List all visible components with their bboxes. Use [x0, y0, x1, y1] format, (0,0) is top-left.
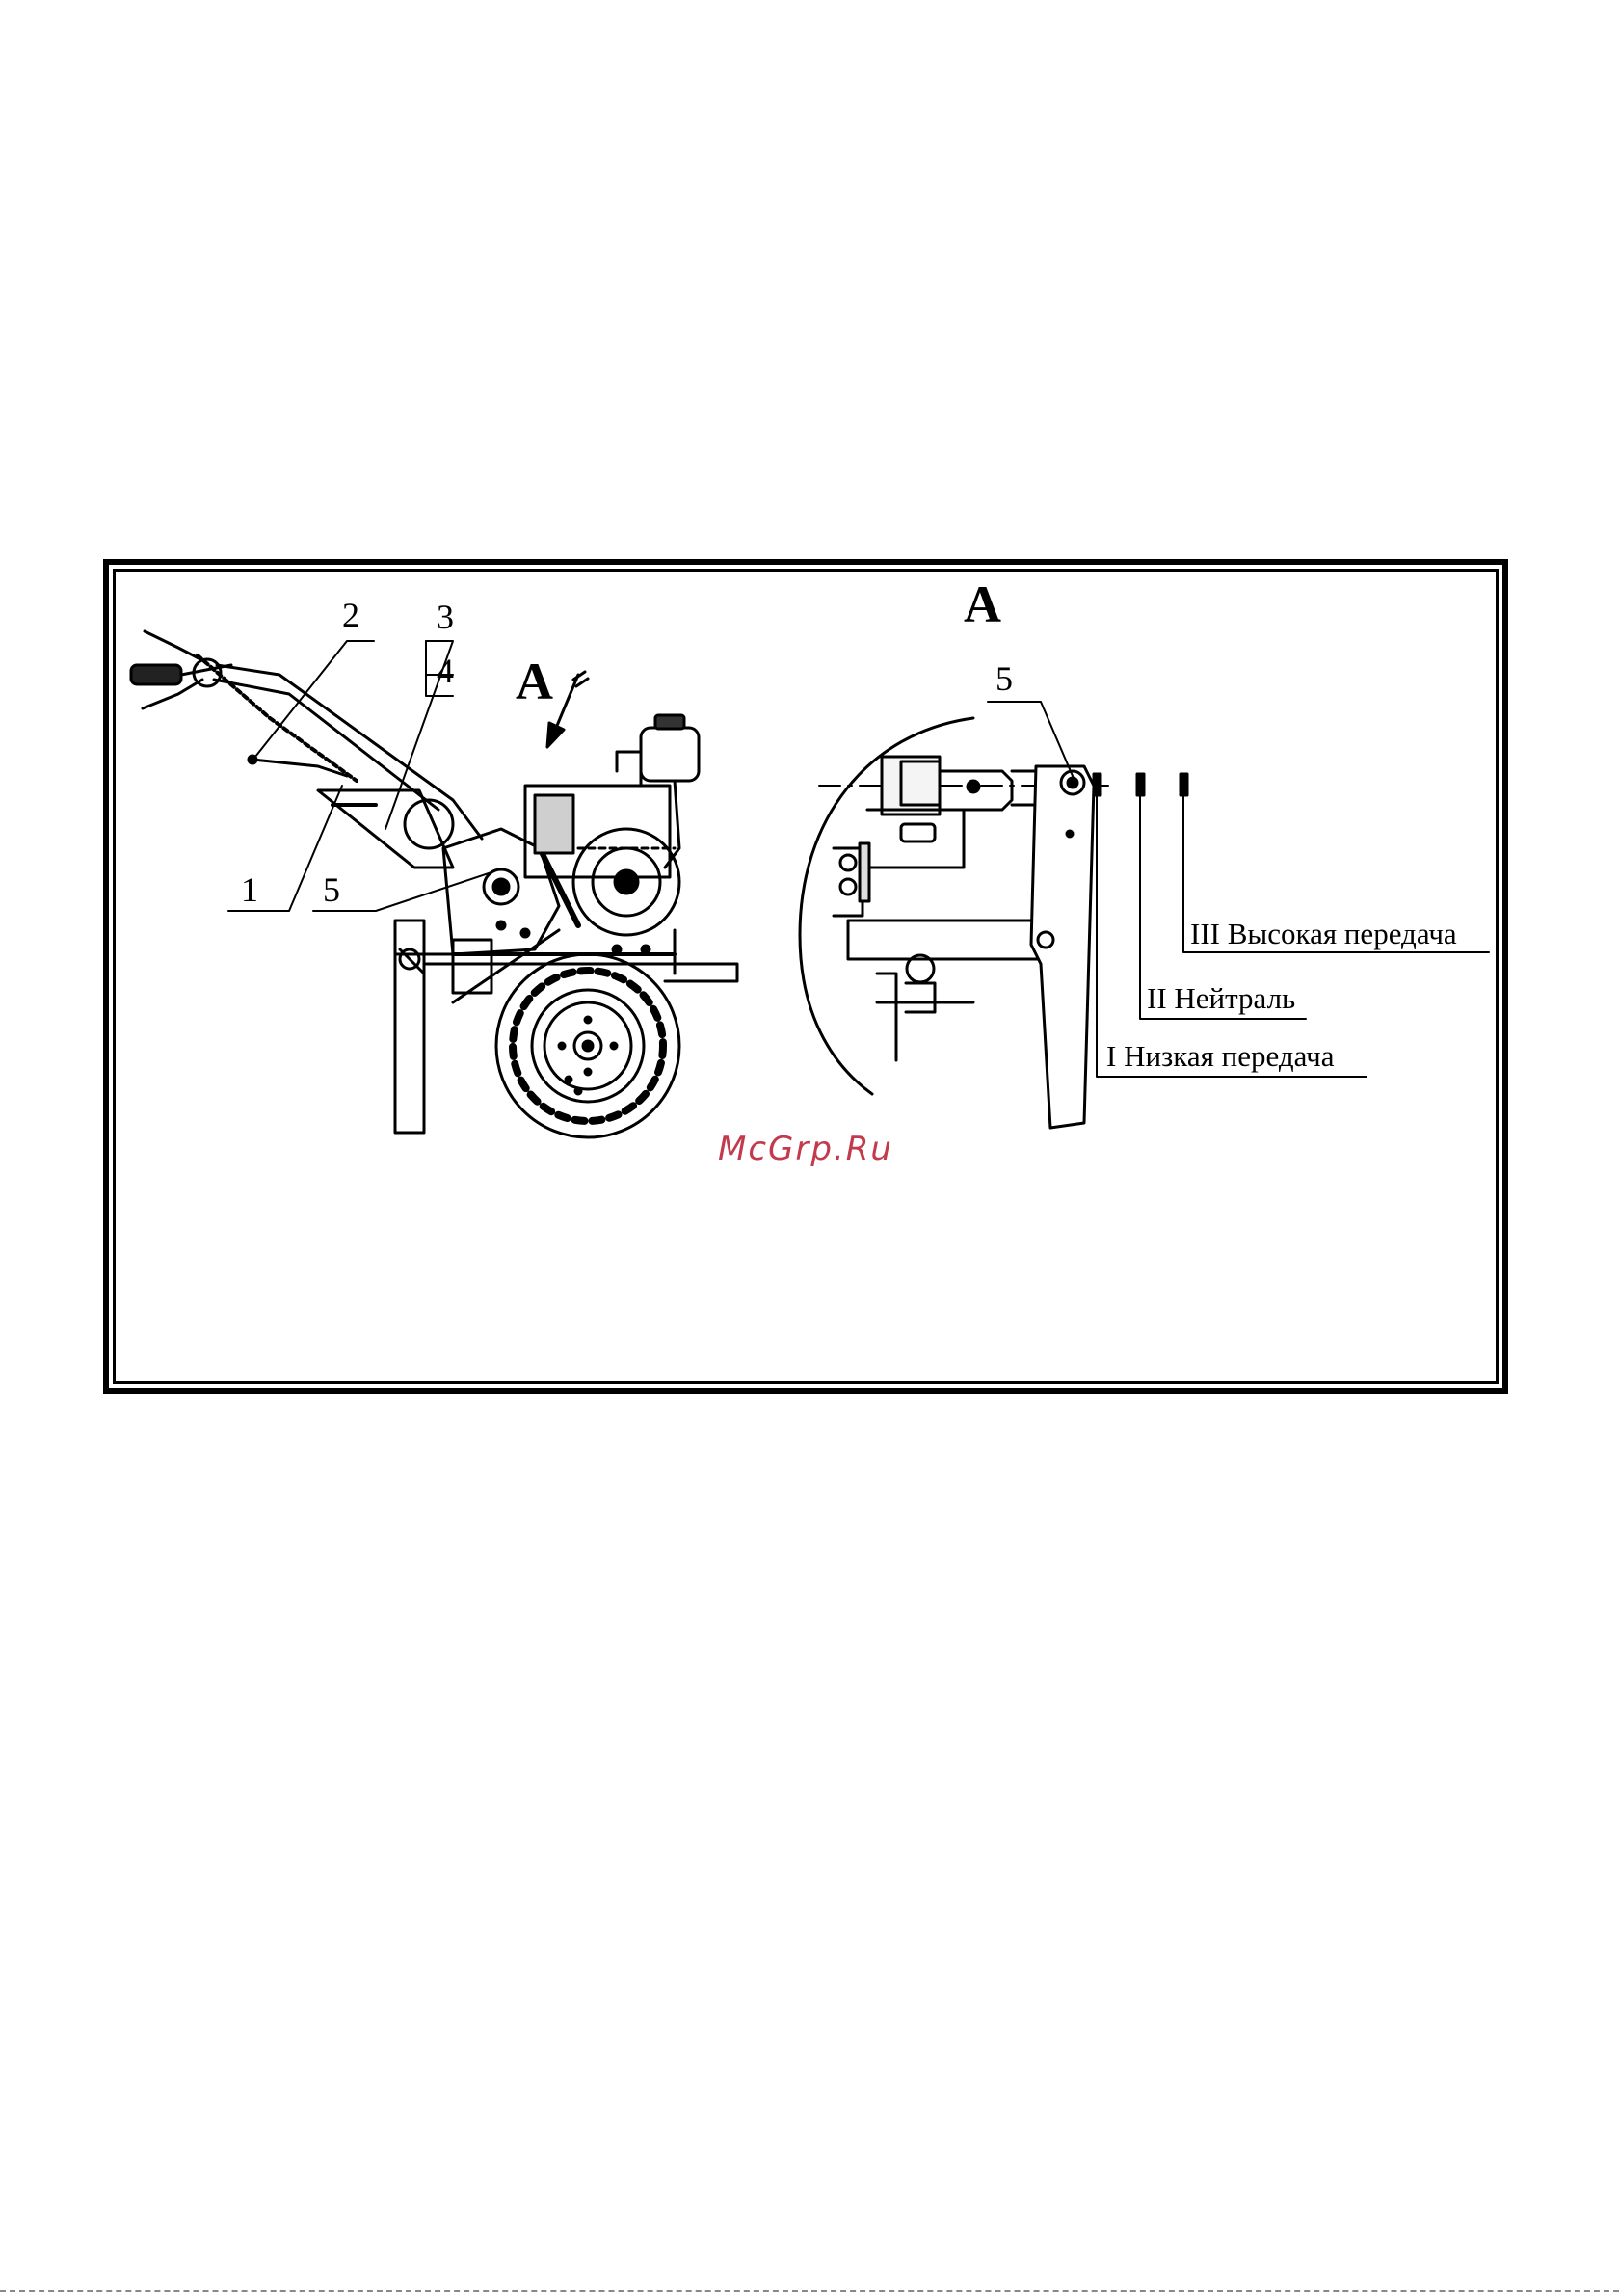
detail-view-title: A — [964, 578, 1001, 630]
gear-label-low: I Низкая передача — [1106, 1041, 1335, 1071]
callout-5: 5 — [323, 872, 340, 907]
callout-4: 4 — [437, 654, 454, 688]
watermark: McGrp.Ru — [718, 1130, 893, 1168]
callout-2: 2 — [342, 598, 359, 632]
gear-label-neutral: II Нейтраль — [1147, 983, 1295, 1013]
callout-5-detail: 5 — [995, 661, 1013, 696]
wheel-icon — [496, 954, 679, 1137]
view-arrow-icon — [547, 672, 588, 747]
callout-1: 1 — [241, 872, 258, 907]
view-marker-a: A — [516, 655, 553, 707]
callout-3: 3 — [437, 600, 454, 634]
tractor-side-view — [131, 631, 737, 1137]
gear-label-high: III Высокая передача — [1190, 919, 1457, 948]
handlebar-grip-icon — [131, 631, 231, 708]
page-bottom-edge — [0, 2290, 1619, 2292]
handlebar-tube-upper — [217, 665, 482, 839]
engine-icon — [525, 715, 699, 935]
gear-lever-icon — [1031, 766, 1094, 1128]
